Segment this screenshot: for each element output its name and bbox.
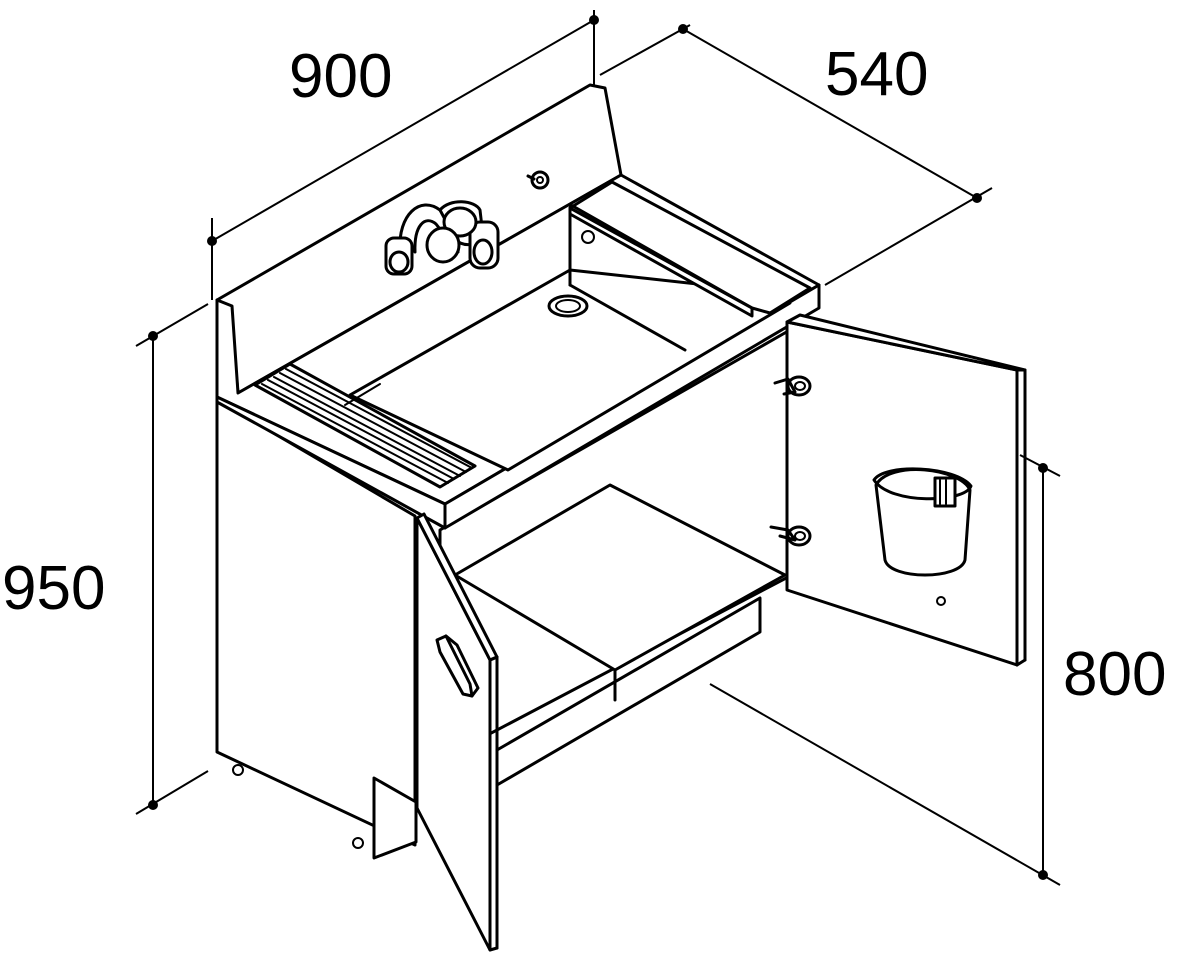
height-label: 950: [2, 554, 105, 623]
hinge-icon: [773, 375, 812, 397]
knob-icon: [526, 170, 550, 190]
basin-counter: [215, 83, 821, 530]
cabinet-body: [215, 328, 792, 860]
hinge-icon: [769, 525, 812, 547]
faucet-icon: [384, 200, 500, 276]
counter-height-label: 800: [1063, 640, 1166, 709]
right-door: [769, 313, 1027, 667]
left-door: [415, 512, 499, 952]
depth-label: 540: [825, 40, 928, 109]
door-handle-icon: [435, 634, 480, 698]
drain-rack: [253, 362, 477, 489]
dimension-lines: [135, 10, 1061, 886]
bucket-icon: [872, 467, 973, 577]
dimension-labels: 900 540 950 800: [2, 40, 1166, 709]
width-label: 900: [289, 42, 392, 111]
